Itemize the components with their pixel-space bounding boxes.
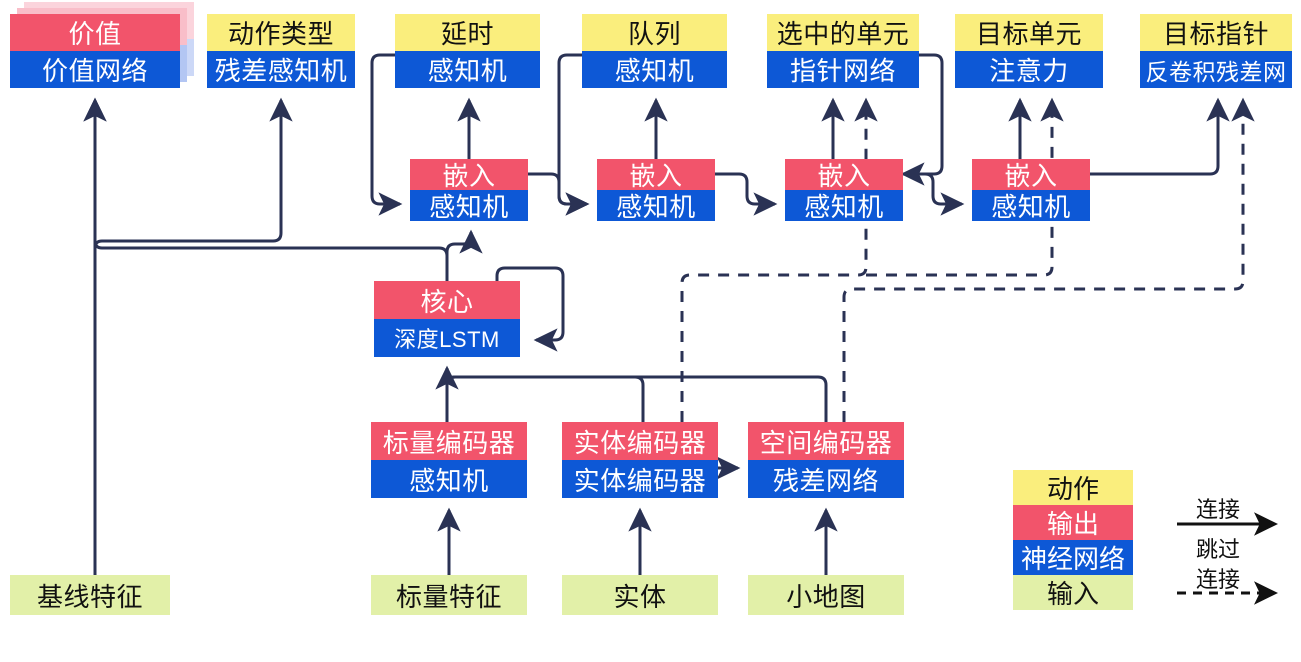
encoder-node-spatial-encoder-subtitle: 残差网络 [748, 460, 904, 498]
output-node-queue-title: 队列 [582, 14, 727, 51]
output-node-action-type-subtitle: 残差感知机 [207, 51, 355, 88]
node-body: 核心深度LSTM [374, 281, 520, 357]
wire-bus-spatial [445, 375, 828, 422]
embedding-node-embed-3-subtitle: 感知机 [785, 190, 903, 222]
core-node-core: 核心深度LSTM [374, 281, 520, 357]
output-node-target-unit-subtitle: 注意力 [955, 51, 1103, 88]
wire-delay-to-embed1 [370, 53, 403, 216]
node-body: 价值价值网络 [10, 14, 180, 88]
node-body: 空间编码器残差网络 [748, 422, 904, 498]
wire-selected-to-embed3 [900, 53, 944, 186]
embedding-node-embed-1: 嵌入感知机 [410, 159, 528, 222]
skip-entity-to-target-unit [866, 97, 1064, 277]
output-node-queue: 队列感知机 [582, 14, 727, 88]
output-node-target-unit: 目标单元注意力 [955, 14, 1103, 88]
output-node-action-type-title: 动作类型 [207, 14, 355, 51]
output-node-value-title: 价值 [10, 14, 180, 51]
wire-bus-to-action-type [93, 97, 293, 249]
output-node-target-point: 目标指针反卷积残差网 [1140, 14, 1292, 88]
wire-bus-entity [445, 375, 645, 422]
node-body: 选中的单元指针网络 [767, 14, 919, 88]
encoder-node-scalar-encoder-title: 标量编码器 [371, 422, 527, 460]
output-node-delay-subtitle: 感知机 [395, 51, 540, 88]
output-node-delay-title: 延时 [395, 14, 540, 51]
node-body: 嵌入感知机 [785, 159, 903, 222]
node-body: 目标单元注意力 [955, 14, 1103, 88]
legend-network: 神经网络 [1013, 540, 1133, 575]
encoder-node-scalar-encoder-subtitle: 感知机 [371, 460, 527, 498]
embedding-node-embed-2-subtitle: 感知机 [597, 190, 715, 222]
legend: 动作输出神经网络输入 [1013, 470, 1133, 610]
embedding-node-embed-4-title: 嵌入 [972, 159, 1090, 191]
output-node-value-subtitle: 价值网络 [10, 51, 180, 88]
legend-skip-label-line1: 跳过 [1196, 537, 1241, 562]
node-body: 延时感知机 [395, 14, 540, 88]
output-node-action-type: 动作类型残差感知机 [207, 14, 355, 88]
input-node-entities: 实体 [562, 575, 718, 615]
embedding-node-embed-2: 嵌入感知机 [597, 159, 715, 222]
node-body: 标量编码器感知机 [371, 422, 527, 498]
output-node-value: 价值价值网络 [10, 2, 194, 88]
legend-action: 动作 [1013, 470, 1133, 505]
skip-entity-to-selected-units [680, 97, 878, 422]
wire-embed4-to-target-point [1090, 97, 1230, 176]
skip-spatial-to-target-point [842, 97, 1255, 422]
output-node-queue-subtitle: 感知机 [582, 51, 727, 88]
node-body: 嵌入感知机 [972, 159, 1090, 222]
wire-embed3-to-embed4 [903, 172, 965, 216]
embedding-node-embed-1-title: 嵌入 [410, 159, 528, 191]
output-node-target-point-title: 目标指针 [1140, 14, 1292, 51]
output-node-target-point-subtitle: 反卷积残差网 [1140, 51, 1292, 88]
embedding-node-embed-4-subtitle: 感知机 [972, 190, 1090, 222]
output-node-selected-units-subtitle: 指针网络 [767, 51, 919, 88]
legend-skip-label-line2: 连接 [1196, 567, 1241, 592]
input-node-minimap: 小地图 [748, 575, 904, 615]
wire-embed2-to-embed3 [715, 172, 778, 216]
legend-connect-label: 连接 [1196, 497, 1241, 522]
encoder-node-spatial-encoder: 空间编码器残差网络 [748, 422, 904, 498]
output-node-selected-units-title: 选中的单元 [767, 14, 919, 51]
output-node-selected-units: 选中的单元指针网络 [767, 14, 919, 88]
node-body: 队列感知机 [582, 14, 727, 88]
wire-core-to-left-bus [83, 97, 449, 281]
embedding-node-embed-1-subtitle: 感知机 [410, 190, 528, 222]
input-node-scalar-features: 标量特征 [371, 575, 527, 615]
encoder-node-scalar-encoder: 标量编码器感知机 [371, 422, 527, 498]
embedding-node-embed-3-title: 嵌入 [785, 159, 903, 191]
legend-arrows [1177, 512, 1278, 605]
node-body: 目标指针反卷积残差网 [1140, 14, 1292, 88]
node-body: 嵌入感知机 [597, 159, 715, 222]
output-node-target-unit-title: 目标单元 [955, 14, 1103, 51]
node-body: 动作类型残差感知机 [207, 14, 355, 88]
encoder-node-entity-encoder-subtitle: 实体编码器 [562, 460, 718, 498]
encoder-node-entity-encoder: 实体编码器实体编码器 [562, 422, 718, 498]
embedding-node-embed-3: 嵌入感知机 [785, 159, 903, 222]
output-node-delay: 延时感知机 [395, 14, 540, 88]
wire-embed1-to-embed2 [528, 172, 590, 216]
input-node-baseline-features: 基线特征 [10, 575, 170, 615]
core-node-core-subtitle: 深度LSTM [374, 319, 520, 357]
legend-input: 输入 [1013, 575, 1133, 610]
node-body: 实体编码器实体编码器 [562, 422, 718, 498]
embedding-node-embed-4: 嵌入感知机 [972, 159, 1090, 222]
encoder-node-spatial-encoder-title: 空间编码器 [748, 422, 904, 460]
legend-output: 输出 [1013, 505, 1133, 540]
embedding-node-embed-2-title: 嵌入 [597, 159, 715, 191]
wire-core-to-embed1 [445, 229, 483, 281]
encoder-node-entity-encoder-title: 实体编码器 [562, 422, 718, 460]
core-node-core-title: 核心 [374, 281, 520, 319]
node-body: 嵌入感知机 [410, 159, 528, 222]
wire-core-self-loop [495, 266, 565, 352]
